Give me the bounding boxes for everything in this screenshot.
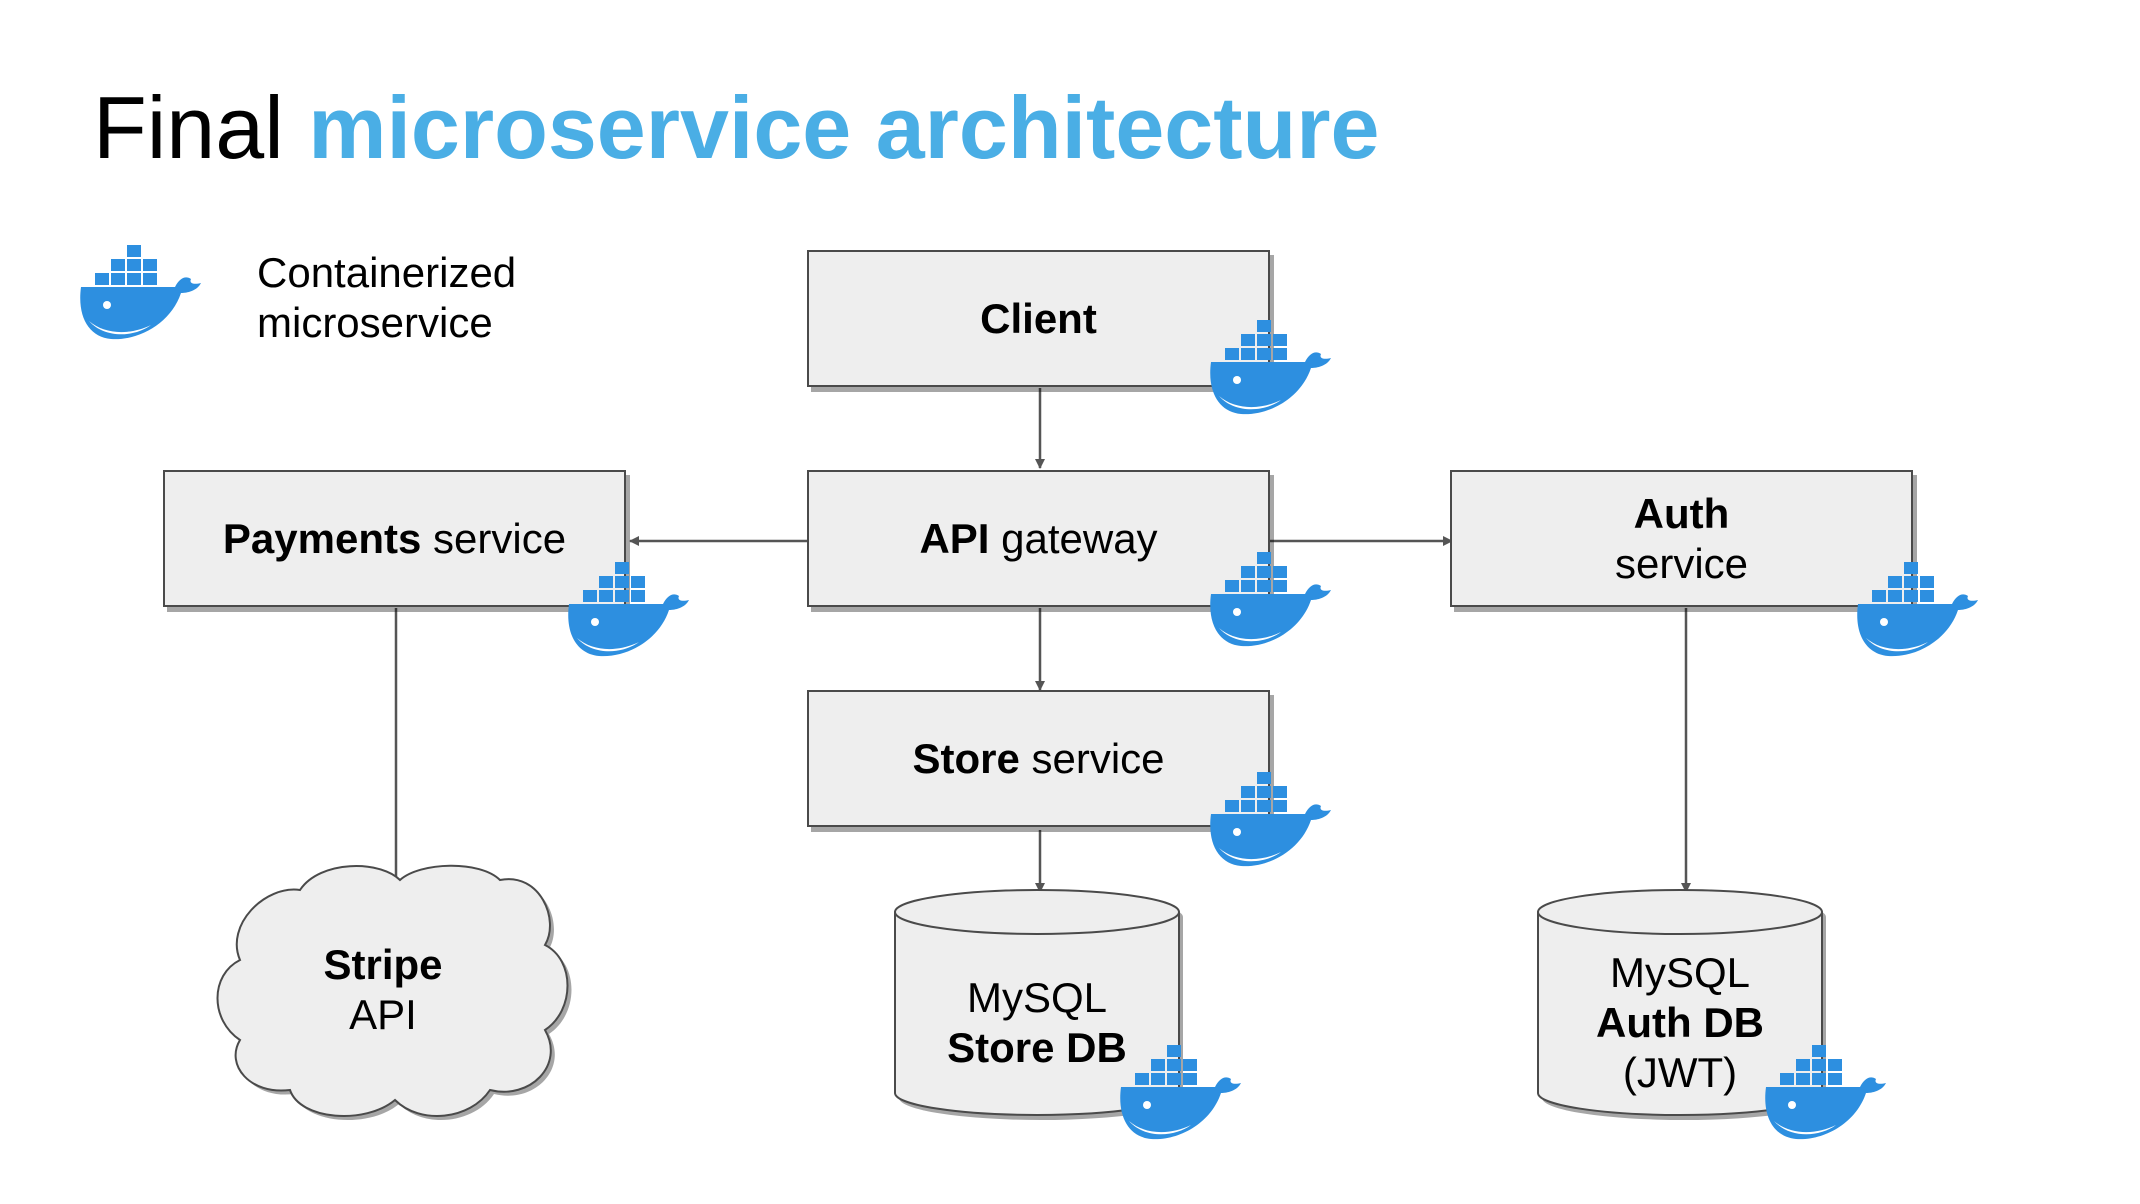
page-title: Final microservice architecture	[93, 78, 1380, 177]
store-db-label: MySQL Store DB	[895, 973, 1179, 1073]
stripe-cloud	[216, 864, 569, 1117]
auth-label: service	[1614, 539, 1749, 587]
client-label: Client	[980, 294, 1097, 342]
title-accent: microservice architecture	[308, 78, 1380, 177]
docker-whale-icon	[1760, 1045, 1890, 1145]
store-db-cylinder	[894, 889, 1183, 1120]
legend-label: Containerized microservice	[257, 248, 516, 348]
auth-service-node: Auth service	[1450, 470, 1913, 607]
api-gateway-node: API gateway	[807, 470, 1270, 607]
docker-whale-icon	[1852, 562, 1982, 662]
stripe-label-bold: Stripe	[323, 941, 443, 988]
api-gateway-label-bold: API	[919, 514, 990, 562]
store-db-line-1: MySQL	[966, 974, 1108, 1021]
auth-db-line-1: MySQL	[1609, 949, 1751, 996]
payments-label-bold: Payments	[222, 514, 422, 562]
docker-whale-icon	[1115, 1045, 1245, 1145]
store-service-node: Store service	[807, 690, 1270, 827]
title-prefix: Final	[93, 78, 284, 177]
stripe-api-label: Stripe API	[283, 940, 483, 1040]
api-gateway-label: gateway	[989, 514, 1158, 562]
docker-whale-icon	[1205, 772, 1335, 872]
store-db-line-2: Store DB	[947, 1024, 1127, 1071]
client-node: Client	[807, 250, 1270, 387]
auth-db-line-3: (JWT)	[1622, 1049, 1738, 1096]
legend-line-1: Containerized	[257, 249, 517, 296]
auth-db-label: MySQL Auth DB (JWT)	[1538, 948, 1822, 1098]
docker-whale-icon	[1205, 320, 1335, 420]
docker-whale-icon	[563, 562, 693, 662]
auth-label-bold: Auth	[1633, 489, 1730, 537]
auth-db-cylinder	[1537, 889, 1826, 1120]
legend-line-2: microservice	[257, 299, 493, 346]
payments-service-node: Payments service	[163, 470, 626, 607]
store-label-bold: Store	[912, 734, 1020, 782]
stripe-label: API	[349, 991, 417, 1038]
auth-db-line-2: Auth DB	[1596, 999, 1764, 1046]
store-label: service	[1019, 734, 1165, 782]
docker-whale-icon	[1205, 552, 1335, 652]
payments-label: service	[421, 514, 567, 562]
